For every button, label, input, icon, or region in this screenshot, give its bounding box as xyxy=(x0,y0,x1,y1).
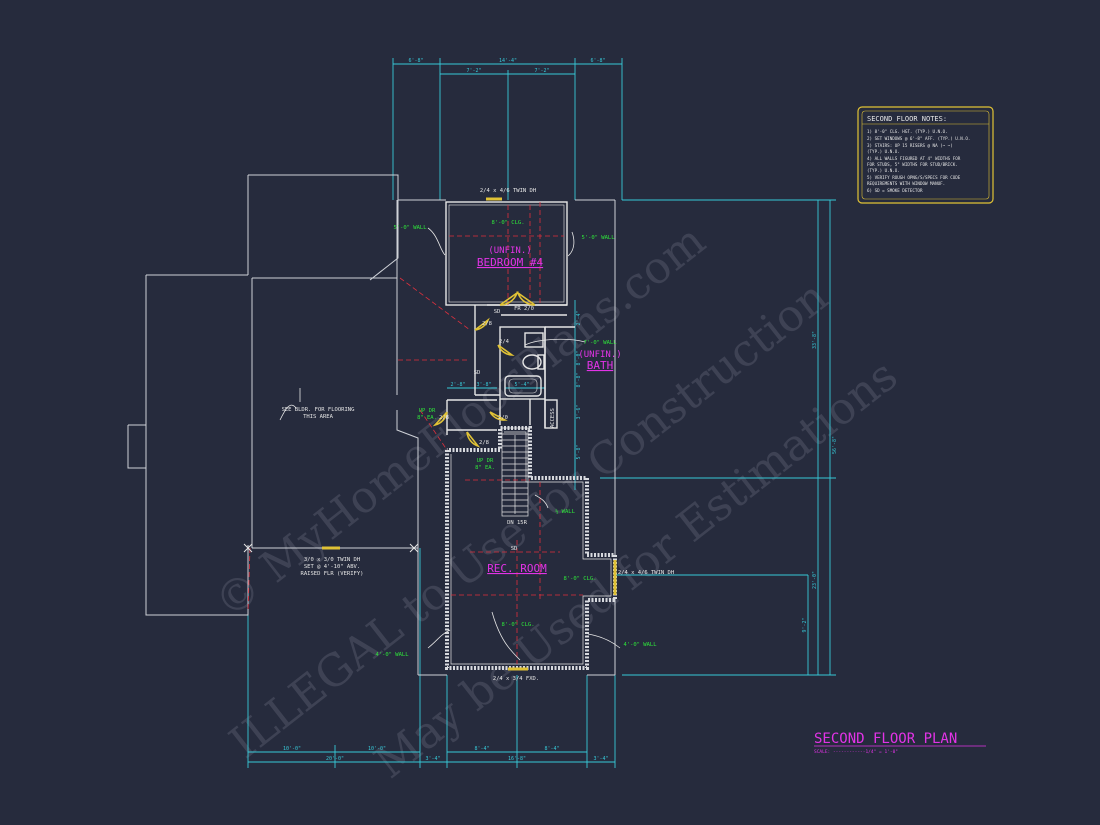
sd-2-label: SD xyxy=(474,370,481,376)
second-floor-notes: SECOND FLOOR NOTES: 1) 8'-0" CLG. HGT. (… xyxy=(857,106,994,204)
dim-vertical-4: 3'-6" xyxy=(576,404,582,419)
bedroom-unfin-label: (UNFIN.) xyxy=(488,246,531,256)
dim-bottom-5: 8'-4" xyxy=(544,746,559,752)
wall-bath-label: 7'-0" WALL xyxy=(583,340,617,346)
dim-bottom-1: 10'-0" xyxy=(283,746,301,752)
dim-hall-2: 3'-8" xyxy=(476,382,491,388)
dim-top-mid: 14'-4" xyxy=(499,58,517,64)
window-left-label-3: RAISED FLR (VERIFY) xyxy=(301,571,364,577)
dim-top-sub-left: 7'-2" xyxy=(466,68,481,74)
rec-room-inner-wall xyxy=(450,431,612,665)
updr-right-label: UP DR xyxy=(477,458,494,464)
access-label: ACCESS xyxy=(550,408,556,428)
building-outline xyxy=(127,174,616,676)
dim-bottom-mid: 16'-8" xyxy=(508,756,526,762)
sd-3-label: SD xyxy=(511,546,518,552)
note-line: 3) STAIRS: UP 15 RISERS @ NA (~ ~) xyxy=(867,143,953,148)
updr-left-sub-label: 8" EA. xyxy=(417,415,437,421)
dim-hall-1: 2'-8" xyxy=(450,382,465,388)
dim-bath-width: 5'-4" xyxy=(514,382,529,388)
wall-rec-right-label: 4'-0" WALL xyxy=(623,642,657,648)
dim-top-right: 6'-8" xyxy=(590,58,605,64)
dim-bottom-total: 20'-0" xyxy=(326,756,344,762)
roof-slope-lines xyxy=(247,202,583,664)
plan-title: SECOND FLOOR PLAN xyxy=(814,731,957,747)
stairs-down-label: DN 15R xyxy=(507,520,528,526)
plan-scale: SCALE: ------------1/4" = 1'-0" xyxy=(814,749,898,755)
door-28-a-label: 2/8 xyxy=(482,321,492,327)
rec-ceiling-label-2: 8'-0" CLG. xyxy=(501,622,534,628)
wall-bed-right-label: 5'-0" WALL xyxy=(581,235,615,241)
door-swings xyxy=(322,197,617,671)
note-line: 5) VERIFY ROUGH OPNG/S/SPECS FOR CODE xyxy=(867,175,961,180)
rec-room-walls xyxy=(445,426,617,670)
bath-unfin-label: (UNFIN.) xyxy=(578,350,621,360)
dimension-lines xyxy=(247,58,836,768)
dim-top-left: 6'-8" xyxy=(408,58,423,64)
dim-bottom-6: 3'-4" xyxy=(593,756,608,762)
door-20-label: 2/0 xyxy=(498,415,508,421)
dimension-text: 6'-8" 14'-4" 6'-8" 7'-2" 7'-2" 56'-8" 33… xyxy=(283,58,838,762)
title-block: SECOND FLOOR PLAN SCALE: ------------1/4… xyxy=(814,731,986,755)
rec-ceiling-label-1: 8'-0" CLG. xyxy=(563,576,596,582)
fr-door-label: FR 2/0 xyxy=(514,306,534,312)
note-line: 4) ALL WALLS FIGURED AT 4" WIDTHS FOR xyxy=(867,156,961,161)
half-wall-label: ½ WALL xyxy=(555,508,576,515)
bedroom-ceiling-label: 8'-0" CLG. xyxy=(491,220,524,226)
window-markers xyxy=(243,543,419,553)
annotations-green: 8'-0" CLG. 5'-0" WALL 5'-0" WALL 7'-0" W… xyxy=(375,220,657,658)
room-labels: (UNFIN.) BEDROOM #4 (UNFIN.) BATH REC. R… xyxy=(477,246,622,575)
dim-bottom-3: 3'-4" xyxy=(425,756,440,762)
door-28-b-label: 2/8 xyxy=(439,415,449,421)
leader-lines xyxy=(279,227,621,661)
window-top-label: 2/4 x 4/6 TWIN DH xyxy=(480,188,536,194)
interior-walls xyxy=(445,201,575,435)
dim-bottom-2: 10'-0" xyxy=(368,746,386,752)
dim-vertical-3: 8'-8" xyxy=(576,372,582,387)
dim-right-lower: 23'-0" xyxy=(812,571,818,589)
dim-top-sub-right: 7'-2" xyxy=(534,68,549,74)
stairs xyxy=(501,427,529,517)
window-left-label-1: 3/0 x 3/0 TWIN DH xyxy=(304,557,360,563)
note-line: 6) SD = SMOKE DETECTOR xyxy=(867,188,923,193)
door-24-label: 2/4 xyxy=(499,339,510,345)
dim-right-overall: 56'-8" xyxy=(832,436,838,454)
dim-vertical-2: 8'-0" xyxy=(576,350,582,365)
see-bldr-label-2: THIS AREA xyxy=(303,414,333,420)
wall-bed-left-label: 5'-0" WALL xyxy=(393,225,427,231)
dim-right-upper: 33'-8" xyxy=(812,331,818,349)
bedroom-label: BEDROOM #4 xyxy=(477,256,544,269)
annotations-white: 2/4 x 4/6 TWIN DH FR 2/0 2/8 2/4 SD SD S… xyxy=(282,188,675,682)
see-bldr-label-1: SEE BLDR. FOR FLOORING xyxy=(282,407,355,413)
wall-rec-left-label: 4'-0" WALL xyxy=(375,652,409,658)
dim-vertical-5: 5'-8" xyxy=(576,444,582,459)
window-right-label: 2/4 x 4/6 TWIN DH xyxy=(618,570,674,576)
note-line: 2) SET WINDOWS @ 6'-8" AFF. (TYP.) U.N.O… xyxy=(867,136,970,141)
window-left-label-2: SET @ 4'-10" ABV. xyxy=(304,564,360,570)
note-line: FOR STUDS, 5" WIDTHS FOR STUD/BRICK. xyxy=(867,162,958,167)
sd-1-label: SD xyxy=(494,309,501,315)
note-line: REQUIREMENTS WITH WINDOW MANUF. xyxy=(867,181,945,186)
door-28-c-label: 2/8 xyxy=(479,440,489,446)
updr-right-sub-label: 8" EA. xyxy=(475,465,495,471)
notes-title: SECOND FLOOR NOTES: xyxy=(867,115,947,123)
updr-left-label: UP DR xyxy=(419,408,436,414)
bath-label: BATH xyxy=(587,359,614,372)
rec-room-label: REC. ROOM xyxy=(487,562,547,575)
dim-vertical-1: 2'-4" xyxy=(576,310,582,325)
note-line: (TYP.) U.N.O. xyxy=(867,149,900,154)
dim-bottom-4: 8'-4" xyxy=(474,746,489,752)
note-line: 1) 8'-0" CLG. HGT. (TYP.) U.N.O. xyxy=(867,129,948,134)
window-bottom-label: 2/4 x 3/4 FXD. xyxy=(493,676,539,682)
dim-right-small: 9'-2" xyxy=(802,617,808,632)
note-line: (TYP.) U.N.O. xyxy=(867,168,900,173)
